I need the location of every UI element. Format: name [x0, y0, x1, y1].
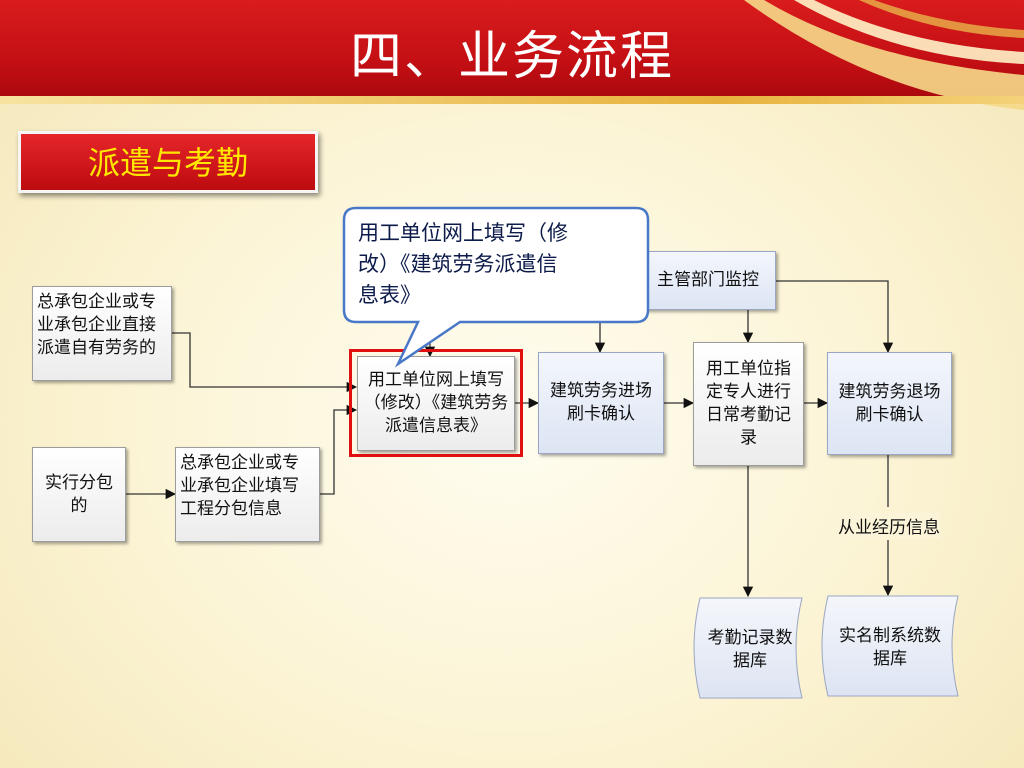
node-subcontract: 实行分包的 [32, 447, 126, 542]
callout-bubble [342, 206, 650, 368]
node-direct-dispatch: 总承包企业或专业承包企业直接派遣自有劳务的 [32, 286, 172, 381]
db-attendance-shape [693, 597, 803, 699]
header-swoosh-decoration [744, 0, 1024, 110]
node-fill-dispatch-form: 用工单位网上填写（修改）《建筑劳务派遣信息表》 [357, 356, 515, 451]
callout-text: 用工单位网上填写（修 改）《建筑劳务派遣信 息表》 [358, 218, 638, 311]
callout-line-1: 用工单位网上填写（修 [358, 221, 568, 245]
callout-line-3: 息表》 [358, 283, 421, 307]
slide-title: 四、业务流程 [349, 27, 674, 87]
db-realname-shape [821, 595, 959, 697]
node-supervision: 主管部门监控 [640, 251, 776, 310]
edge-fill-to-form [320, 404, 358, 495]
header-gold-stripe [0, 96, 1024, 104]
node-realname-db: 实名制系统数据库 [839, 626, 941, 669]
callout-line-2: 改）《建筑劳务派遣信 [358, 252, 558, 276]
label-work-history: 从业经历信息 [838, 513, 940, 538]
node-fill-subcontract-info: 总承包企业或专业承包企业填写工程分包信息 [175, 447, 320, 542]
section-label: 派遣与考勤 [18, 131, 318, 193]
edge-direct-to-form [172, 332, 330, 388]
node-attendance-record: 用工单位指定专人进行日常考勤记录 [693, 342, 804, 466]
edge-supervision-to-exit [776, 280, 894, 354]
node-attendance-db: 考勤记录数据库 [707, 628, 793, 671]
highlight-frame [349, 349, 523, 457]
node-entry-card: 建筑劳务进场刷卡确认 [538, 352, 664, 454]
node-exit-card: 建筑劳务退场刷卡确认 [827, 352, 952, 455]
